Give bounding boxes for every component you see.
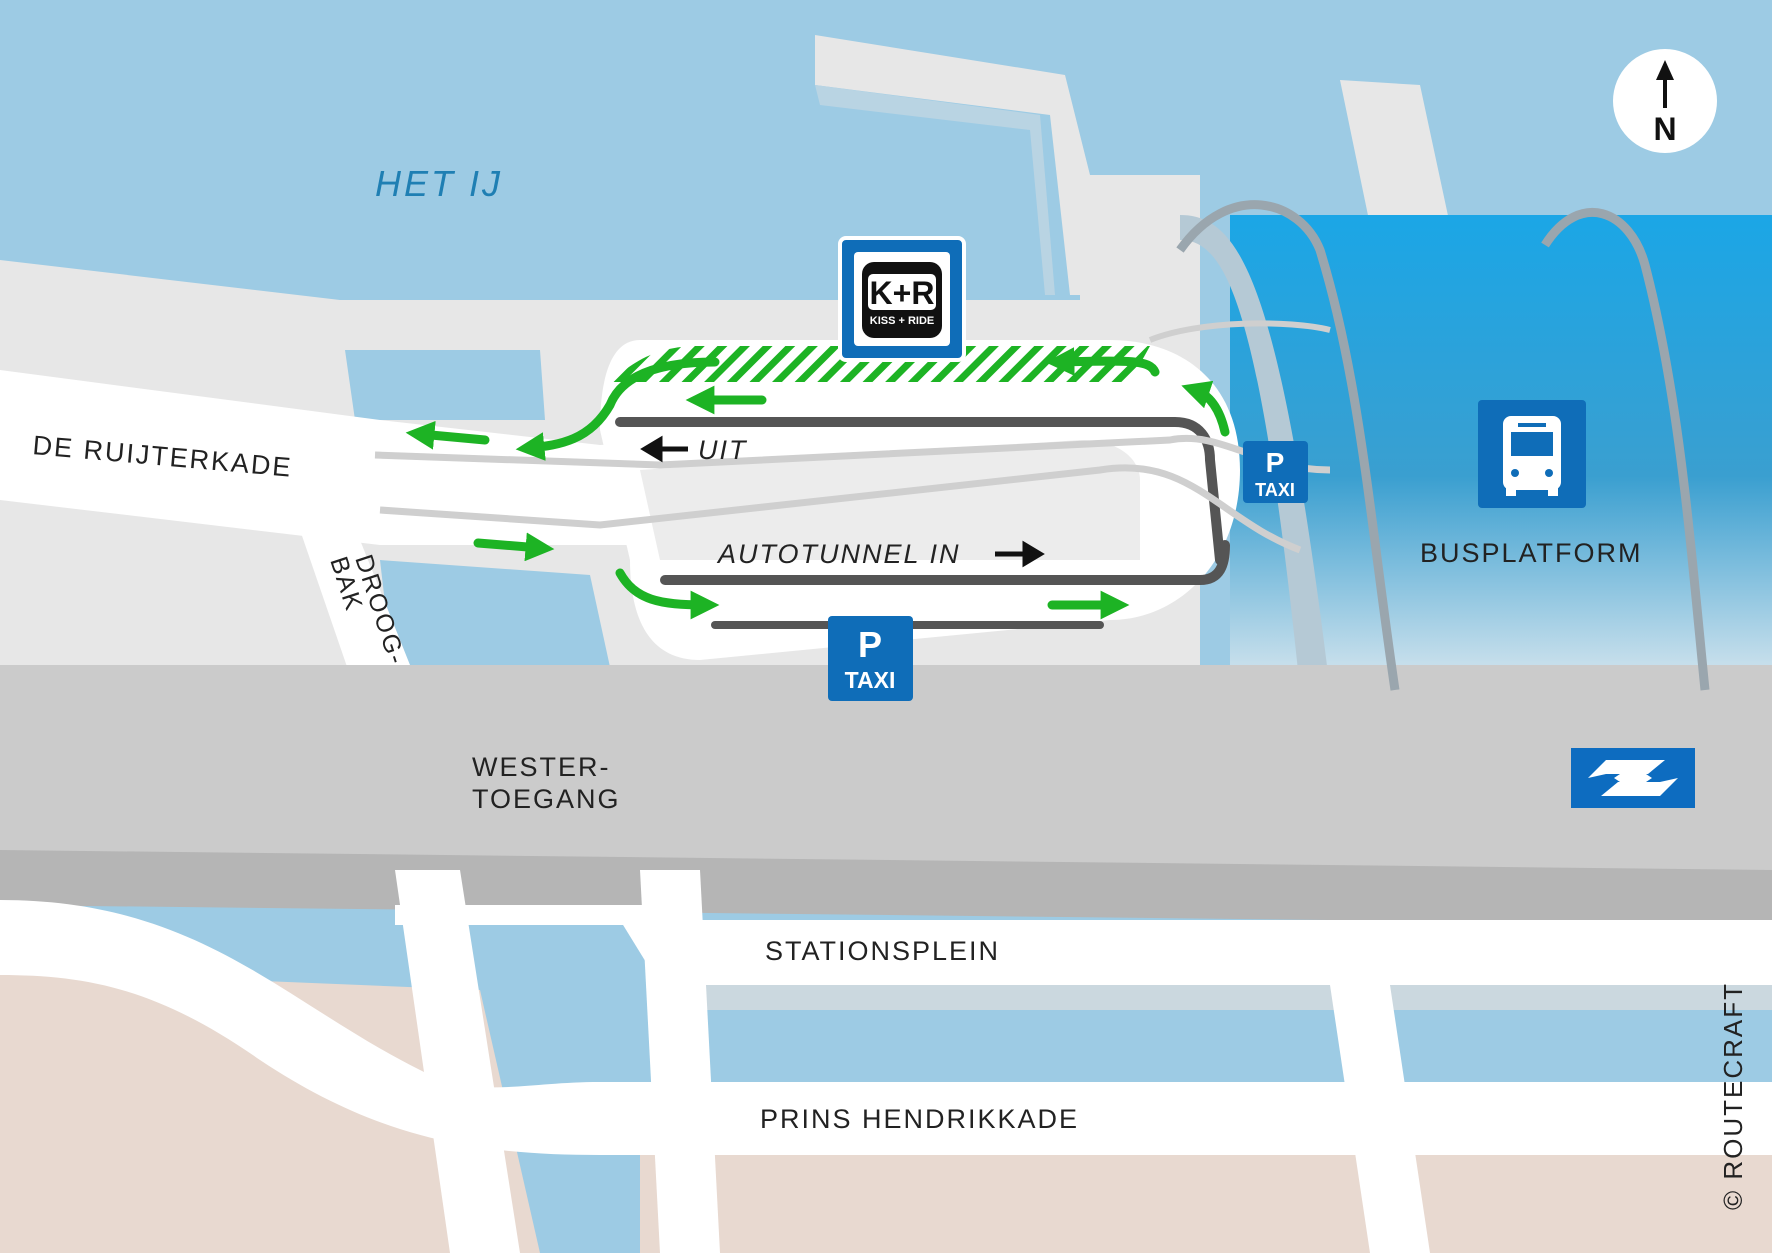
lane-line-top (615, 417, 1225, 565)
road-vertical-west (395, 870, 520, 1253)
direction-arrow-icon (515, 357, 720, 461)
bus-roof-arch-2 (1541, 207, 1710, 691)
quay-stationsplein-south (680, 985, 1772, 1010)
taxi-parking-icon: P TAXI (1243, 441, 1308, 503)
label-westertoegang-2: TOEGANG (472, 784, 621, 814)
road-vertical-mid (640, 870, 720, 1253)
road-droogbak (300, 530, 420, 690)
pier-east (1340, 80, 1450, 225)
label-copyright: © ROUTECRAFT (1718, 982, 1748, 1210)
direction-arrow-icon (1181, 380, 1230, 437)
lane-line-tunnel (660, 540, 1230, 585)
bus-icon (1478, 400, 1586, 508)
taxi-parking-icon: P TAXI (828, 616, 913, 701)
label-westertoegang-1: WESTER- (472, 752, 611, 782)
taxi-small-text: TAXI (1255, 480, 1295, 500)
north-arrow-icon: N (1613, 49, 1717, 153)
label-autotunnel-in: AUTOTUNNEL IN (716, 539, 961, 569)
road-stationsplein-wide (620, 920, 1772, 985)
kiss-ride-sub: KISS + RIDE (870, 315, 935, 327)
road-prins-hendrikkade (0, 900, 1772, 1155)
bus-platform-roof-left (1180, 215, 1330, 690)
lane-line-entry (379, 464, 1302, 554)
traffic-arrows (405, 347, 1230, 620)
bus-roof-arch-1 (1176, 200, 1400, 691)
kiss-ride-main: K+R (870, 275, 935, 311)
direction-arrow-icon (1045, 347, 1160, 377)
label-stationsplein: STATIONSPLEIN (765, 936, 1000, 966)
direction-arrows-black (640, 435, 1045, 568)
pier-north-shadow (815, 85, 1055, 295)
label-prins-hendrikkade: PRINS HENDRIKKADE (760, 1104, 1079, 1134)
taxi-large-letter: P (858, 624, 882, 665)
ns-logo-icon (1571, 748, 1695, 808)
direction-arrow-icon (473, 532, 555, 562)
water-inlet-south (380, 560, 615, 690)
direction-arrow-icon (405, 420, 490, 450)
land-south-east (640, 1150, 1772, 1253)
kiss-ride-zone (610, 346, 1150, 382)
label-het-ij: HET IJ (375, 163, 503, 204)
kiss-ride-sign-icon: K+R KISS + RIDE (838, 236, 966, 362)
taxi-large-text: TAXI (845, 667, 896, 693)
taxi-small-letter: P (1266, 447, 1285, 478)
label-uit: UIT (698, 435, 748, 465)
arrow-in-icon (1022, 540, 1045, 568)
compass-letter: N (1653, 111, 1676, 147)
kiss-ride-inner (640, 440, 1140, 560)
label-busplatform: BUSPLATFORM (1420, 538, 1643, 568)
pier-north (815, 35, 1090, 295)
arrow-exit-icon (640, 435, 663, 463)
land-south (0, 970, 540, 1253)
water-inlet-west (345, 350, 545, 420)
lane-line-loop (1148, 320, 1331, 343)
station-building (0, 665, 1772, 870)
direction-arrow-icon (615, 568, 720, 620)
